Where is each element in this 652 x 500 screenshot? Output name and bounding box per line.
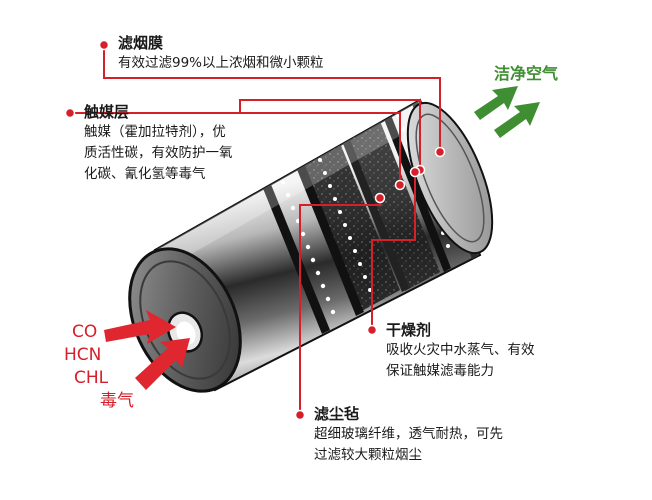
dot-dust-felt-target xyxy=(374,192,386,204)
smoke-membrane-title: 滤烟膜 xyxy=(118,34,164,52)
clean-air-arrows xyxy=(474,86,540,138)
dust-felt-desc-line-2: 过滤较大颗粒烟尘 xyxy=(314,447,422,463)
toxic-arrow-upper-icon xyxy=(104,310,176,344)
dot-desiccant-target xyxy=(409,166,421,178)
desiccant-title: 干燥剂 xyxy=(386,321,432,339)
gas-co-label: CO xyxy=(72,322,98,342)
dot-catalyst-target xyxy=(394,179,406,191)
desiccant-label: 干燥剂 吸收火灾中水蒸气、有效 保证触媒滤毒能力 xyxy=(386,320,535,382)
leader-smoke-membrane xyxy=(103,45,441,152)
clean-air-arrow-upper-icon xyxy=(474,86,518,120)
dust-felt-title: 滤尘毡 xyxy=(314,405,360,423)
dot-desiccant-title xyxy=(366,324,378,336)
smoke-membrane-desc: 有效过滤99%以上浓烟和微小颗粒 xyxy=(118,55,324,71)
catalyst-layer-desc-line-3: 化碳、氰化氢等毒气 xyxy=(84,166,206,182)
canister-inlet-face xyxy=(128,247,242,393)
catalyst-layer-desc-line-2: 质活性碳，有效防护一氧 xyxy=(84,145,233,161)
toxic-gas-label: 毒气 xyxy=(100,391,134,411)
dot-dust-felt-title xyxy=(294,409,306,421)
leader-catalyst-layer-2 xyxy=(239,99,421,170)
dust-felt-desc-line-1: 超细玻璃纤维，透气耐热，可先 xyxy=(314,426,503,442)
desiccant-desc-line-2: 保证触媒滤毒能力 xyxy=(386,363,494,379)
desiccant-desc-line-1: 吸收火灾中水蒸气、有效 xyxy=(386,342,535,358)
clean-air-arrow-lower-icon xyxy=(494,102,540,138)
gas-chl-label: CHL xyxy=(74,368,109,388)
leader-endpoints xyxy=(64,39,446,421)
catalyst-layer-label: 触媒层 触媒（霍加拉特剂），优 质活性碳，有效防护一氧 化碳、氰化氢等毒气 xyxy=(84,102,233,185)
toxic-gas-arrows xyxy=(104,310,190,390)
catalyst-layer-desc-line-1: 触媒（霍加拉特剂），优 xyxy=(84,124,226,140)
catalyst-layer-title: 触媒层 xyxy=(84,103,130,121)
clean-air-label: 洁净空气 xyxy=(494,64,559,83)
leader-desiccant xyxy=(371,172,416,330)
smoke-membrane-label: 滤烟膜 有效过滤99%以上浓烟和微小颗粒 xyxy=(118,33,324,74)
dot-smoke-membrane-target xyxy=(434,146,446,158)
toxic-arrow-lower-icon xyxy=(135,338,190,390)
leader-catalyst-layer xyxy=(70,112,401,185)
dot-catalyst-title xyxy=(64,107,76,119)
dust-felt-label: 滤尘毡 超细玻璃纤维，透气耐热，可先 过滤较大颗粒烟尘 xyxy=(314,404,503,466)
gas-hcn-label: HCN xyxy=(64,345,102,365)
dot-smoke-membrane-title xyxy=(98,39,110,51)
